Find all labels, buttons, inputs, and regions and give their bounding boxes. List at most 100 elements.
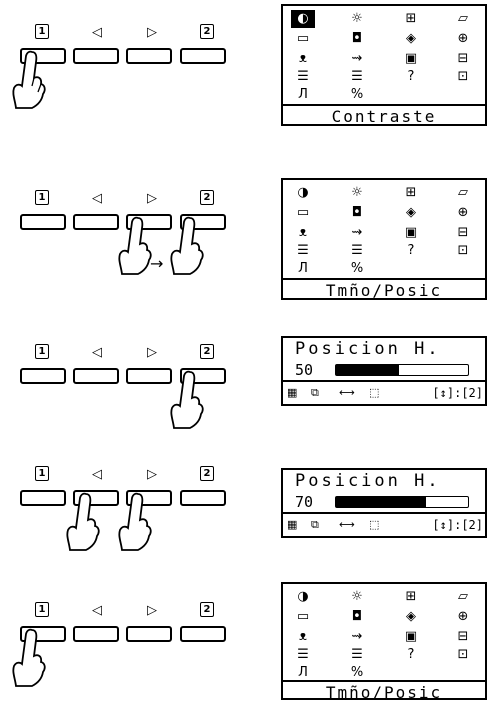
right-button-label: ▷	[142, 190, 162, 208]
language-icon[interactable]: ?	[399, 646, 423, 664]
left-button-label: ◁	[87, 24, 107, 42]
v-size-icon: ⬚	[369, 385, 379, 401]
percent-icon[interactable]: %	[345, 664, 369, 682]
contrast-icon[interactable]: ◑	[291, 184, 315, 202]
brightness-icon[interactable]: ☼	[345, 184, 369, 202]
level-bar[interactable]	[335, 364, 469, 376]
osd-main-menu: ◑ ☼ ⊞ ▱ ▭ ◘ ◈ ⊕ ᴥ ⇝ ▣ ⊟ ☰ ☰ ? ⊡ Л % Tmño…	[281, 582, 487, 700]
degauss-icon[interactable]: ⇝	[345, 50, 369, 68]
size-icon[interactable]: ⊞	[399, 588, 423, 606]
color-icon[interactable]: ᴥ	[291, 50, 315, 68]
power-icon[interactable]: ⊡	[451, 68, 475, 86]
reset-icon[interactable]: ⊕	[451, 30, 475, 48]
brightness-icon[interactable]: ☼	[345, 588, 369, 606]
right-button[interactable]	[126, 626, 172, 642]
save-icon[interactable]: ◘	[345, 608, 369, 626]
adjust-row: 70	[283, 492, 485, 512]
geometry-icon[interactable]: ▱	[451, 10, 475, 28]
adjust-value: 70	[295, 492, 313, 512]
right-button[interactable]	[126, 48, 172, 64]
power-icon[interactable]: ⊡	[451, 646, 475, 664]
brightness-icon[interactable]: ☼	[345, 10, 369, 28]
level-bar-fill	[336, 365, 399, 375]
language-icon[interactable]: ?	[399, 242, 423, 260]
button-1-label: 1	[35, 602, 49, 617]
sharpness-icon[interactable]: Л	[291, 664, 315, 682]
screen-icon[interactable]: ▭	[291, 30, 315, 48]
button-1[interactable]	[20, 490, 66, 506]
left-button[interactable]	[73, 48, 119, 64]
screen-icon[interactable]: ▭	[291, 204, 315, 222]
left-button-label: ◁	[87, 466, 107, 484]
document2-icon[interactable]: ☰	[345, 646, 369, 664]
save-icon[interactable]: ◘	[345, 204, 369, 222]
document2-icon[interactable]: ☰	[345, 242, 369, 260]
color-icon[interactable]: ᴥ	[291, 224, 315, 242]
color-icon[interactable]: ᴥ	[291, 628, 315, 646]
document-icon[interactable]: ☰	[291, 646, 315, 664]
degauss-icon[interactable]: ⇝	[345, 224, 369, 242]
osd-position-icon[interactable]: ⊟	[451, 628, 475, 646]
size-icon[interactable]: ⊞	[399, 10, 423, 28]
button-1[interactable]	[20, 214, 66, 230]
hint-text: [↕]:[2]	[432, 514, 483, 536]
button-1-label: 1	[35, 190, 49, 205]
v-size-icon: ⬚	[369, 517, 379, 533]
screen-icon[interactable]: ▭	[291, 608, 315, 626]
left-button-label: ◁	[87, 190, 107, 208]
osd-caption: Tmño/Posic	[283, 680, 485, 704]
arrow-right-icon: →	[150, 254, 163, 273]
input-icon[interactable]: ◈	[399, 30, 423, 48]
right-button-label: ▷	[142, 466, 162, 484]
input-icon[interactable]: ◈	[399, 204, 423, 222]
moire-icon[interactable]: ▣	[399, 628, 423, 646]
sharpness-icon[interactable]: Л	[291, 260, 315, 278]
document-icon[interactable]: ☰	[291, 68, 315, 86]
right-button-label: ▷	[142, 344, 162, 362]
contrast-icon[interactable]: ◑	[291, 588, 315, 606]
button-2-label: 2	[200, 466, 214, 481]
size-icon: ⧉	[311, 517, 319, 533]
button-1-label: 1	[35, 344, 49, 359]
moire-icon[interactable]: ▣	[399, 224, 423, 242]
left-button-label: ◁	[87, 602, 107, 620]
reset-icon[interactable]: ⊕	[451, 608, 475, 626]
sharpness-icon[interactable]: Л	[291, 86, 315, 104]
hand-pressing-icon	[64, 492, 104, 552]
contrast-icon[interactable]: ◐	[291, 10, 315, 28]
moire-icon[interactable]: ▣	[399, 50, 423, 68]
button-labels: 1 ◁ ▷ 2	[30, 466, 250, 486]
button-labels: 1 ◁ ▷ 2	[30, 344, 250, 364]
hand-pressing-icon	[10, 50, 50, 110]
button-2[interactable]	[180, 490, 226, 506]
osd-position-icon[interactable]: ⊟	[451, 50, 475, 68]
degauss-icon[interactable]: ⇝	[345, 628, 369, 646]
button-labels: 1 ◁ ▷ 2	[30, 190, 250, 210]
button-2[interactable]	[180, 48, 226, 64]
left-button[interactable]	[73, 626, 119, 642]
function-strip: ▦ ⧉ ⟷ ⬚ [↕]:[2]	[283, 512, 485, 536]
document2-icon[interactable]: ☰	[345, 68, 369, 86]
hand-pressing-icon	[10, 628, 50, 688]
button-2-label: 2	[200, 344, 214, 359]
language-icon[interactable]: ?	[399, 68, 423, 86]
osd-position-icon[interactable]: ⊟	[451, 224, 475, 242]
percent-icon[interactable]: %	[345, 260, 369, 278]
left-button[interactable]	[73, 368, 119, 384]
reset-icon[interactable]: ⊕	[451, 204, 475, 222]
button-1[interactable]	[20, 368, 66, 384]
save-icon[interactable]: ◘	[345, 30, 369, 48]
geometry-icon[interactable]: ▱	[451, 184, 475, 202]
osd-adjust-panel: Posicion H. 70 ▦ ⧉ ⟷ ⬚ [↕]:[2]	[281, 468, 487, 538]
input-icon[interactable]: ◈	[399, 608, 423, 626]
percent-icon[interactable]: %	[345, 86, 369, 104]
left-button[interactable]	[73, 214, 119, 230]
button-2[interactable]	[180, 626, 226, 642]
size-icon[interactable]: ⊞	[399, 184, 423, 202]
document-icon[interactable]: ☰	[291, 242, 315, 260]
geometry-icon[interactable]: ▱	[451, 588, 475, 606]
power-icon[interactable]: ⊡	[451, 242, 475, 260]
adjust-title: Posicion H.	[283, 470, 485, 492]
right-button[interactable]	[126, 368, 172, 384]
level-bar[interactable]	[335, 496, 469, 508]
